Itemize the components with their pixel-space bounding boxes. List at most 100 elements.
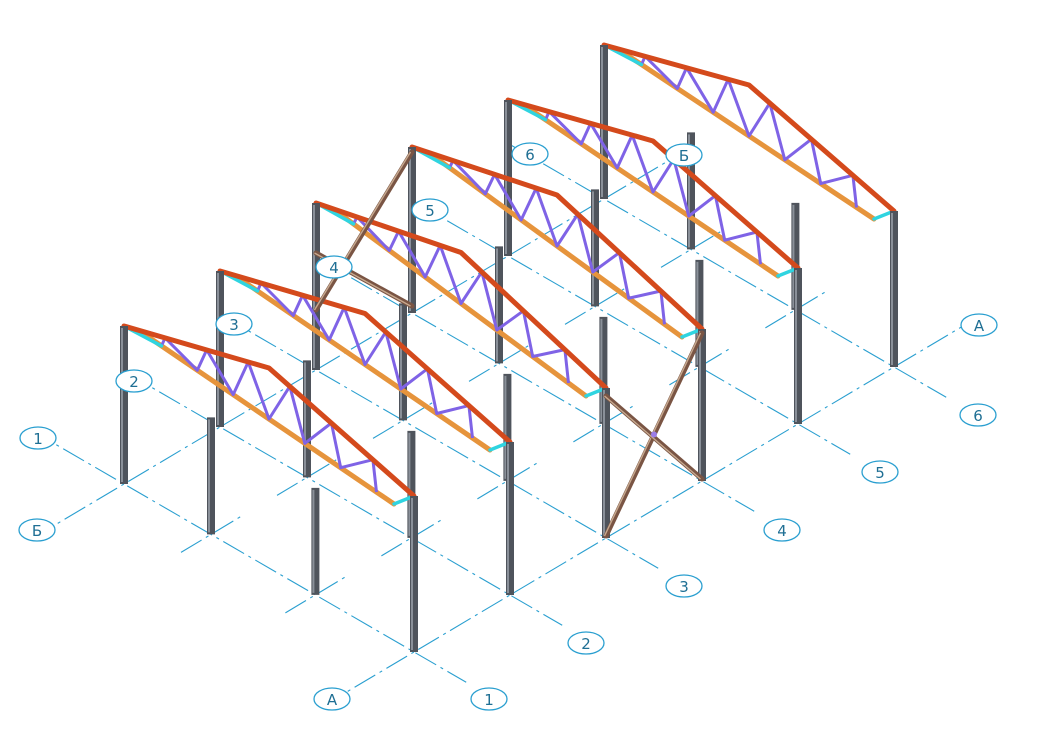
grid-bubble-label: Б [32, 522, 42, 540]
grid-bubble-icon [567, 631, 605, 655]
grid-bubble-icon [313, 687, 351, 711]
frame-2-truss [217, 268, 513, 453]
grid-bubble-frame-1-start: 1 [19, 426, 57, 450]
frame-axis-2 [126, 372, 563, 626]
grid-bubble-icon [511, 142, 549, 166]
grid-bubble-frame-4-start: 4 [315, 255, 353, 279]
frame-1 [121, 323, 417, 595]
frame-1-column-row-a [410, 496, 418, 652]
grid-axes [30, 144, 981, 707]
top-chord [121, 323, 417, 499]
bracing-row-a-diagonal-2 [603, 393, 705, 482]
grid-bubble-label: 5 [875, 464, 885, 482]
sub-axis [477, 462, 538, 500]
frame-3 [313, 200, 609, 481]
grid-bubble-icon [861, 460, 899, 484]
grid-bubble-label: 2 [581, 635, 591, 653]
frame-2-inner-column-1 [303, 360, 311, 478]
frame-6-truss [601, 42, 897, 222]
frame-4-inner-column-1 [495, 246, 503, 364]
top-chord [601, 42, 897, 214]
web-members [448, 159, 666, 325]
frame-4-truss [409, 144, 705, 340]
vertical-bracing [313, 149, 705, 539]
frame-4-column-row-a [698, 329, 706, 481]
grid-bubble-icon [115, 369, 153, 393]
sub-axis [765, 291, 826, 329]
bracing-row-b-diagonal-1-member [313, 149, 415, 313]
frame-1-column-row-b [120, 326, 128, 484]
sub-axis [660, 230, 722, 268]
grid-bubble-label: Б [679, 147, 689, 165]
grid-bubble-icon [315, 255, 353, 279]
grid-bubble-frame-5-end: 5 [861, 460, 899, 484]
row-axis-Б [32, 147, 691, 539]
grid-bubble-frame-6-end: 6 [959, 403, 997, 427]
grid-bubble-icon [763, 518, 801, 542]
grid-bubble-label: 6 [525, 146, 535, 164]
web-members [544, 110, 762, 265]
web-members [160, 336, 378, 493]
bracing-row-b-diagonal-1-edge [313, 151, 412, 311]
grid-bubble-label: 3 [679, 578, 689, 596]
grid-bubble-row-b-left: Б [18, 518, 56, 542]
grid-bubble-icon [959, 403, 997, 427]
grid-bubble-icon [19, 426, 57, 450]
frame-3-inner-column-1 [399, 303, 407, 421]
grid-bubble-row-a-right: А [960, 313, 998, 337]
grid-bubble-label: 4 [329, 259, 339, 277]
bracing-row-a-diagonal-2-edge [604, 395, 701, 480]
frame-4 [409, 144, 705, 424]
frame-3-column-row-b [312, 203, 320, 370]
bracing-row-b-diagonal-1 [313, 149, 415, 313]
grid-bubble-frame-3-start: 3 [215, 312, 253, 336]
top-chord [505, 97, 801, 271]
frame-1-inner-column-2 [311, 487, 320, 595]
frame-5-truss [505, 97, 801, 279]
sub-axis [564, 287, 626, 325]
frame-1-inner-column-1 [207, 417, 215, 535]
frame-5-inner-column-1 [591, 189, 599, 307]
grid-bubble-icon [18, 518, 56, 542]
sub-axis [276, 458, 338, 496]
grid-bubble-frame-2-end: 2 [567, 631, 605, 655]
frame-axis-6 [510, 144, 947, 398]
portal-frames [120, 42, 898, 652]
frame-5-column-row-a [794, 268, 802, 424]
frame-axis-1 [30, 429, 467, 683]
web-members [640, 54, 858, 208]
grid-bubble-icon [470, 687, 508, 711]
grid-bubble-icon [960, 313, 998, 337]
top-chord [217, 268, 513, 445]
grid-bubble-label: 2 [129, 373, 139, 391]
top-chord [409, 144, 705, 332]
frame-2-column-row-b [216, 271, 224, 427]
grid-bubble-frame-4-end: 4 [763, 518, 801, 542]
grid-bubble-frame-6-start: 6 [511, 142, 549, 166]
web-members [352, 215, 570, 384]
grid-bubble-icon [665, 574, 703, 598]
frame-axis-4 [318, 258, 755, 512]
frame-axis-3 [222, 315, 659, 569]
grid-bubble-row-a-front: А [313, 687, 351, 711]
frame-5 [505, 97, 801, 367]
grid-bubble-icon [411, 198, 449, 222]
frame-axis-5 [414, 201, 851, 455]
frame-1-truss [121, 323, 417, 507]
bracing-crossing-node [651, 431, 657, 438]
grid-bubble-row-b-back: Б [665, 143, 703, 167]
grid-bubble-label: 6 [973, 407, 983, 425]
frame-6-column-row-b [600, 45, 608, 199]
sub-axis [381, 519, 442, 557]
web-members [256, 281, 474, 439]
grid-bubble-frame-1-end: 1 [470, 687, 508, 711]
grid-bubble-label: А [327, 691, 338, 709]
frame-6-column-row-a [890, 211, 898, 367]
sub-axis [372, 401, 434, 439]
frame-2-column-row-a [506, 442, 514, 595]
row-axis-А [322, 315, 981, 707]
grid-bubble-label: 1 [484, 691, 494, 709]
sub-axis [285, 576, 346, 614]
frame-3-truss [313, 200, 609, 399]
